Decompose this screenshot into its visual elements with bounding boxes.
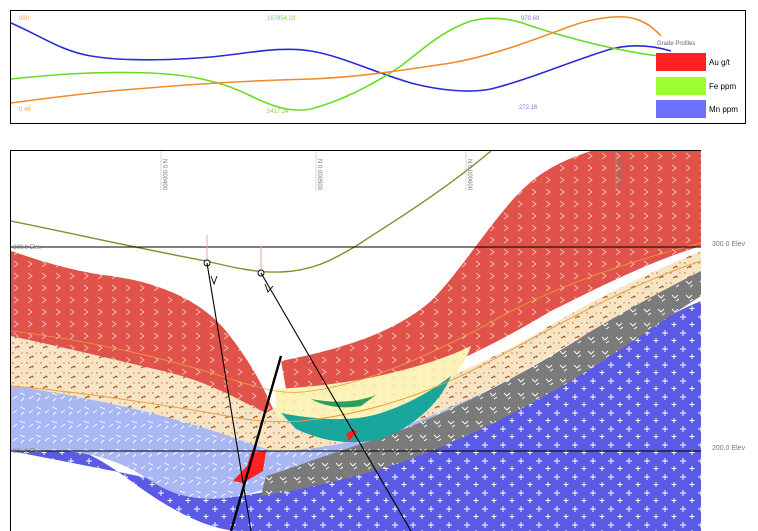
legend-swatch-mn xyxy=(656,100,706,118)
gray-unit xyxy=(261,261,701,496)
yellow-inner-unit xyxy=(276,346,471,430)
legend-title: Grade Profiles xyxy=(657,41,695,47)
northing-label-2: N 0 000500 xyxy=(316,159,322,191)
grade-profiles-panel: 990 0.46 167954.23 5417.34 970.69 272.16… xyxy=(10,10,746,124)
northing-label-4: N 0 000700 xyxy=(616,159,622,191)
legend-label-mn: Mn ppm xyxy=(709,105,738,114)
fe-profile-line xyxy=(11,17,684,111)
legend-swatch-fe xyxy=(656,77,706,95)
northing-label-1: N 0 000400 xyxy=(161,159,167,191)
ore-body-red-small xyxy=(346,429,357,441)
green-lens xyxy=(311,395,376,408)
grade-legend: Grade Profiles Au g/t Fe ppm Mn ppm xyxy=(656,41,738,118)
red-unit-upper xyxy=(281,151,701,391)
elev-label-300-right: 300.0 Elev xyxy=(712,241,746,248)
au-profile-line xyxy=(11,16,662,104)
fe-max-label: 167954.23 xyxy=(267,16,296,22)
northing-label-3: N 0 000600 xyxy=(466,159,472,191)
red-unit-lower xyxy=(11,251,273,413)
blue-basement-unit xyxy=(11,301,701,531)
elev-label-300-left: 300.0 Elev xyxy=(13,245,41,251)
elev-label-200-left: 200.0 Elev xyxy=(13,449,41,455)
fe-min-label: 5417.34 xyxy=(267,109,289,115)
mn-min-label: 272.16 xyxy=(519,105,538,111)
au-min-label: 0.46 xyxy=(19,107,31,113)
au-max-label: 990 xyxy=(19,16,30,22)
legend-label-fe: Fe ppm xyxy=(709,82,736,91)
elev-label-200-right: 200.0 Elev xyxy=(712,445,746,452)
legend-swatch-au xyxy=(656,53,706,71)
fault-line xyxy=(229,355,283,531)
teal-lens xyxy=(281,376,451,443)
legend-label-au: Au g/t xyxy=(709,58,731,67)
cross-section-panel: N 0 000400 N 0 000500 N 0 000600 N 0 000… xyxy=(10,150,701,531)
mn-profile-line xyxy=(11,22,672,92)
mn-max-label: 970.69 xyxy=(521,16,540,22)
grade-profiles-chart: 990 0.46 167954.23 5417.34 970.69 272.16… xyxy=(11,16,738,118)
tan-sediment-unit xyxy=(11,251,701,451)
drill-hole-2 xyxy=(257,246,412,531)
cross-section-svg: N 0 000400 N 0 000500 N 0 000600 N 0 000… xyxy=(11,151,701,531)
topography-line xyxy=(11,151,492,273)
